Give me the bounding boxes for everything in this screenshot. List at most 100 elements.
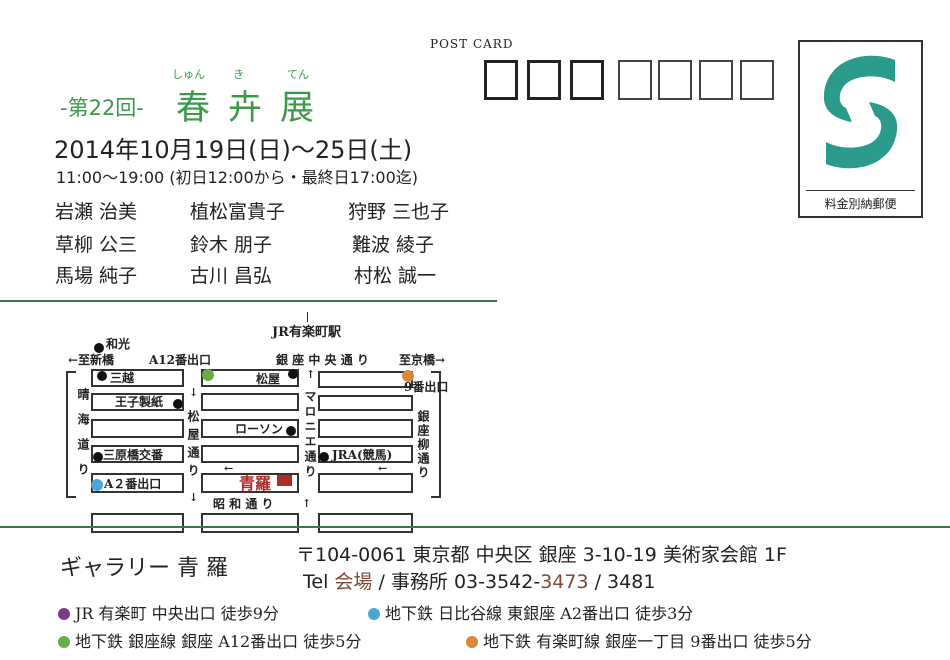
- map-block: [201, 513, 299, 533]
- artist-name: 岩瀬 治美: [55, 201, 138, 223]
- artist-name: 鈴木 朋子: [190, 234, 273, 256]
- title-char-2: 卉: [228, 88, 262, 128]
- map-jra: JRA(競馬): [332, 448, 393, 462]
- arrow-down-icon: ↓: [189, 491, 199, 504]
- map-block: [91, 419, 184, 438]
- map-marronnier: マロニエ通り: [303, 390, 317, 480]
- postal-box: [618, 60, 652, 100]
- map-block: [318, 419, 413, 438]
- arrow-left-icon: ←: [224, 462, 234, 475]
- access-dot: [466, 636, 478, 648]
- landmark-dot: [286, 426, 296, 436]
- exit-a12-dot: [202, 369, 214, 381]
- title-ruby-1: しゅん: [172, 68, 205, 81]
- map-block: [91, 369, 184, 387]
- divider: [0, 526, 950, 528]
- map-block: [201, 445, 299, 463]
- map-mitsukoshi: 三越: [110, 371, 135, 385]
- artist-name: 草柳 公三: [55, 234, 138, 256]
- map-lawson: ローソン: [235, 422, 284, 436]
- arrow-down-icon: ↓: [189, 386, 199, 399]
- access-item: 地下鉄 有楽町線 銀座一丁目 9番出口 徒歩5分: [466, 628, 812, 652]
- map-block: [201, 473, 299, 493]
- arrow-left-icon: ←: [378, 462, 388, 475]
- title-ruby-3: てん: [287, 68, 309, 81]
- station-line: [307, 312, 308, 322]
- divider: [0, 300, 497, 302]
- artist-name: 馬場 純子: [55, 265, 138, 287]
- tel-prefix: Tel: [303, 571, 329, 593]
- exit-9-dot: [402, 370, 414, 382]
- map-block: [91, 445, 184, 463]
- access-item: JR 有楽町 中央出口 徒歩9分: [58, 600, 279, 624]
- access-text: 地下鉄 有楽町線 銀座一丁目 9番出口 徒歩5分: [483, 632, 812, 651]
- title-char-1: 春: [176, 88, 210, 128]
- artist-name: 難波 綾子: [352, 234, 435, 256]
- access-dot: [58, 608, 70, 620]
- access-text: 地下鉄 銀座線 銀座 A12番出口 徒歩5分: [75, 632, 362, 651]
- map-block: [318, 473, 413, 493]
- artist-name: 村松 誠一: [354, 265, 437, 287]
- map-wako: 和光: [106, 337, 131, 351]
- tel-office: / 事務所 03-3542-: [378, 571, 541, 593]
- map-block: [318, 513, 413, 533]
- postal-box: [658, 60, 692, 100]
- access-dot: [368, 608, 380, 620]
- map-gallery: 青羅: [239, 474, 272, 493]
- landmark-dot: [173, 399, 183, 409]
- stamp-box: 料金別納郵便: [798, 40, 923, 218]
- landmark-dot: [97, 371, 107, 381]
- map-matsuya-dori: 松屋通り: [186, 410, 200, 482]
- map-block: [201, 369, 299, 387]
- gallery-phone: Tel 会場 / 事務所 03-3542-3473 / 3481: [303, 567, 655, 594]
- map-block: [201, 419, 299, 438]
- street-bracket: [431, 371, 441, 498]
- map-a12: A12番出口: [149, 353, 212, 367]
- exit-a2-dot: [91, 479, 103, 491]
- street-bracket: [66, 371, 76, 498]
- access-text: JR 有楽町 中央出口 徒歩9分: [75, 604, 279, 623]
- exhibition-hours: 11:00〜19:00 (初日12:00から・最終日17:00迄): [56, 168, 419, 187]
- map-block: [91, 513, 184, 533]
- map-harumi: 晴海道り: [76, 388, 90, 488]
- access-item: 地下鉄 日比谷線 東銀座 A2番出口 徒歩3分: [368, 600, 693, 624]
- gallery-name: ギャラリー 青 羅: [60, 556, 228, 581]
- title-char-3: 展: [280, 88, 314, 128]
- title-ruby-2: き: [233, 68, 244, 81]
- map-chuo-dori: 銀 座 中 央 通 り: [276, 353, 369, 367]
- map-koban: 三原橋交番: [103, 448, 164, 462]
- stamp-text: 料金別納郵便: [806, 190, 915, 212]
- exhibition-dates: 2014年10月19日(日)〜25日(土): [54, 136, 413, 164]
- postcard-label: POST CARD: [430, 37, 514, 51]
- map-matsuya: 松屋: [256, 372, 281, 386]
- map-block: [318, 395, 413, 411]
- postal-box: [570, 60, 604, 100]
- map-to-shinbashi: ←至新橋: [68, 353, 115, 367]
- map-station: JR有楽町駅: [272, 325, 341, 340]
- access-dot: [58, 636, 70, 648]
- gallery-marker: [277, 475, 292, 486]
- arrow-up-icon: ↑: [302, 497, 312, 510]
- postal-logo-icon: [823, 55, 898, 169]
- access-text: 地下鉄 日比谷線 東銀座 A2番出口 徒歩3分: [385, 604, 694, 623]
- map-block: [318, 371, 413, 388]
- arrow-up-icon: ↑: [306, 368, 316, 381]
- map-yanagi: 銀座柳通り: [416, 410, 430, 480]
- postal-box: [527, 60, 561, 100]
- postal-box: [699, 60, 733, 100]
- map-showa: 昭 和 通 り: [213, 497, 274, 511]
- postal-box: [740, 60, 774, 100]
- landmark-dot: [288, 369, 298, 379]
- landmark-dot: [319, 452, 329, 462]
- map-to-kyobashi: 至京橋→: [399, 353, 446, 367]
- postal-box: [484, 60, 518, 100]
- map-block: [91, 393, 184, 411]
- map-a2: A２番出口: [104, 477, 162, 491]
- tel-number-venue: 3473: [540, 571, 589, 593]
- artist-name: 古川 昌弘: [190, 265, 273, 287]
- map-oji: 王子製紙: [115, 395, 164, 409]
- tel-venue: 会場: [334, 571, 373, 593]
- edition-label: -第22回-: [60, 96, 144, 120]
- artist-name: 狩野 三也子: [348, 201, 450, 223]
